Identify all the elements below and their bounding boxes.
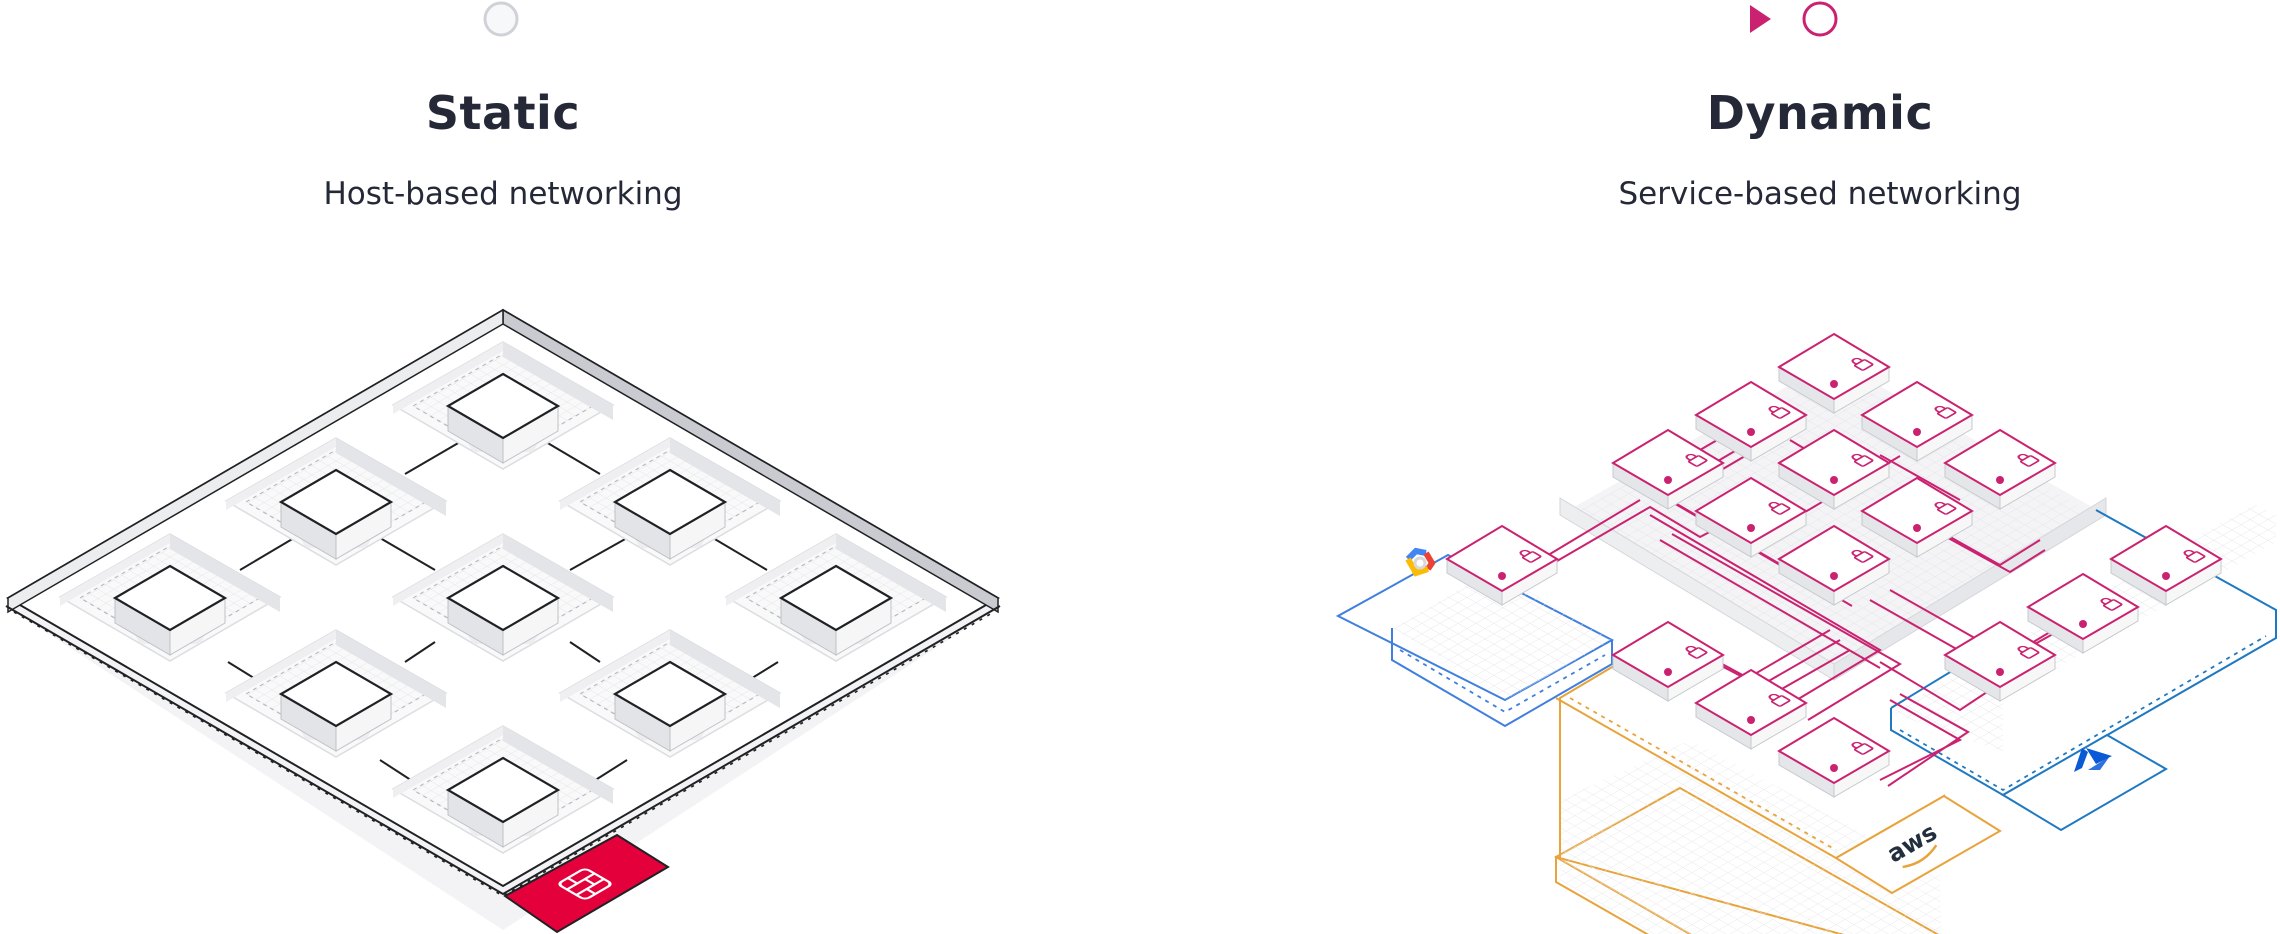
firewall-icon [558, 868, 612, 900]
service-node [1612, 621, 1724, 702]
dynamic-network-diagram: aws [1335, 333, 2277, 934]
static-subtitle: Host-based networking [323, 176, 683, 212]
azure-icon [2074, 748, 2112, 772]
google-cloud-icon [1405, 547, 1436, 577]
arrow-right-icon [1750, 5, 1771, 33]
aws-region: aws [1553, 653, 2002, 934]
static-host-nodes [58, 340, 948, 855]
datacenter-platform [1559, 360, 2107, 681]
dynamic-subtitle: Service-based networking [1618, 176, 2022, 212]
dynamic-title: Dynamic [1706, 86, 1934, 140]
timeline-marker-dynamic[interactable] [1802, 1, 1838, 37]
service-node [1778, 717, 1890, 798]
service-nodes [1446, 333, 2222, 798]
timeline-marker-static[interactable] [483, 1, 519, 37]
timeline [0, 1, 1838, 37]
static-network-diagram [5, 308, 1001, 934]
firewall-badge [503, 833, 670, 934]
static-title: Static [425, 86, 581, 140]
static-connections [227, 441, 779, 787]
google-cloud-region [1335, 547, 1615, 728]
service-node [1695, 669, 1807, 750]
